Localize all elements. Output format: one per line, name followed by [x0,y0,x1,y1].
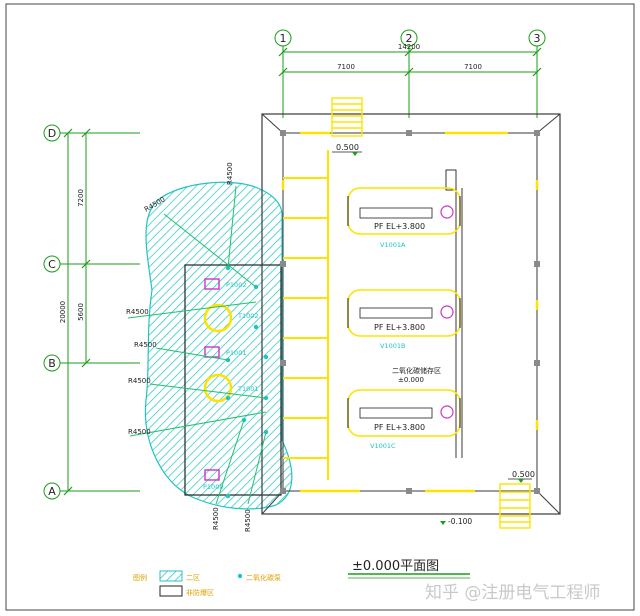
dim-span-2-3: 7100 [464,63,482,71]
axis-label-3: 3 [534,32,541,45]
axis-label-B: B [48,357,56,370]
legend-title: 图例 [133,573,147,582]
building-inner-wall [282,132,538,492]
drawing-title: ±0.000平面图 [352,559,439,574]
top-elev-marker [352,152,358,156]
dimension-ticks [63,47,542,496]
legend-box-swatch [159,585,183,597]
axis-lines [60,46,538,492]
storage-zone-label: 二氧化碳储存区 [392,366,441,375]
legend-dot [237,573,243,579]
axis-bubble-C: C [43,255,61,273]
bottom-elev-marker [518,479,524,483]
tank-2-label: PF EL+3.800 [374,323,425,332]
dim-span-C-A: 5600 [77,303,85,321]
radius-label-6: R4500 [128,428,151,436]
bottom-elev-label: 0.500 [512,470,535,479]
axis-bubble-D: D [43,124,61,142]
axis-bubble-2: 2 [400,29,418,47]
structural-columns [280,130,540,494]
pump-p1002: P1002 [204,278,246,290]
bottom-stair [499,483,531,529]
radius-label-5: R4500 [128,377,151,385]
axis-bubble-A: A [43,482,61,500]
sheet-border [5,3,635,611]
pump-p1000: P1000 [203,469,223,491]
tank-3-tag: V1001C [370,442,396,450]
axis-bubble-3: 3 [528,29,546,47]
radius-label-4: R4500 [134,341,157,349]
axis-label-A: A [48,485,56,498]
legend: 图例 二区 二氧化碳泵 非防爆区 [133,570,281,597]
axis-bubble-1: 1 [274,29,292,47]
tank-t1001: T1001 [203,373,259,403]
pump-p1001-tag: P1001 [226,349,246,357]
axis-label-C: C [48,258,56,271]
non-explosion-zone [184,264,282,496]
walkway [445,169,463,458]
legend-zone2: 二区 [186,574,200,582]
tank-t1001-tag: T1001 [237,385,259,393]
tank-3-label: PF EL+3.800 [374,423,425,432]
building-outer-wall [261,113,561,515]
radius-label-1: R4500 [226,162,234,185]
tank-2: PF EL+3.800 V1001B [347,289,461,350]
radius-label-7: R4500 [212,507,220,530]
top-stair [331,97,363,137]
radius-label-3: R4500 [126,308,149,316]
dim-span-1-2: 7100 [337,63,355,71]
top-elev-label: 0.500 [336,143,359,152]
axis-bubble-B: B [43,354,61,372]
legend-non-explosion: 非防爆区 [186,588,214,597]
axis-label-2: 2 [406,32,413,45]
legend-hatch-swatch [159,570,183,582]
tank-2-tag: V1001B [380,342,405,350]
pump-p1002-tag: P1002 [226,281,246,289]
tank-1-tag: V1001A [380,241,406,249]
axis-label-1: 1 [280,32,287,45]
tank-1-label: PF EL+3.800 [374,222,425,231]
hazard-zone [144,181,293,510]
yellow-wall-segments [281,131,539,493]
radius-label-8: R4500 [244,509,252,532]
tank-t1002-tag: T1002 [237,312,259,320]
tank-t1002: T1002 [203,303,259,333]
legend-pump: 二氧化碳泵 [246,573,281,582]
axis-label-D: D [48,127,56,140]
outside-elev-label: -0.100 [448,517,472,526]
pipe-rack [283,150,329,480]
pump-p1000-tag: P1000 [203,483,223,491]
dim-total-width: 14200 [398,43,420,51]
wall-corners [261,113,561,515]
storage-zone-elev: ±0.000 [398,376,424,384]
tank-1: PF EL+3.800 V1001A [347,187,461,249]
dim-span-D-C: 7200 [77,189,85,207]
tank-3: PF EL+3.800 V1001C [347,389,461,450]
outside-elev-marker [440,521,446,525]
watermark: 知乎 @注册电气工程师 [425,583,601,603]
radius-leaders [127,185,267,505]
dim-total-height: 20000 [59,301,67,323]
